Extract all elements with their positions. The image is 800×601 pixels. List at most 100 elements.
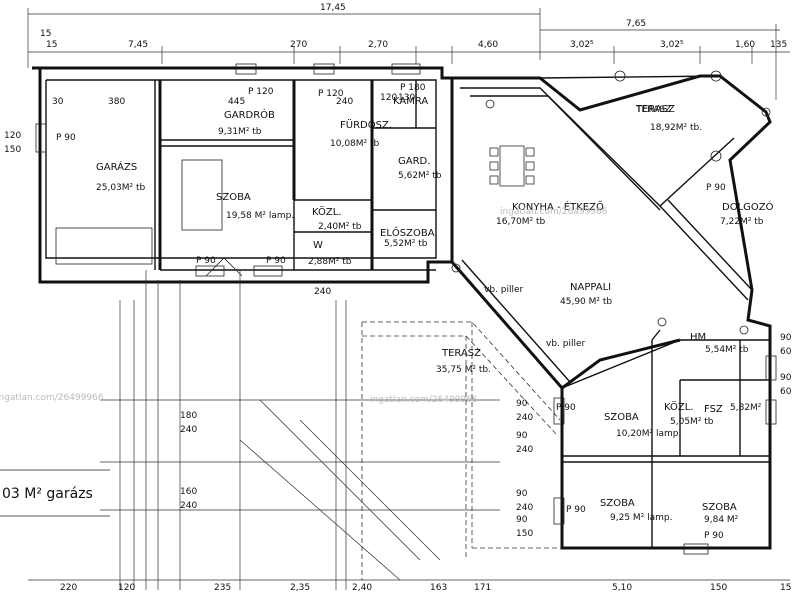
dimension-label: 90 (516, 489, 528, 499)
dimension-label: 15 (40, 29, 51, 39)
dimension-label: 30 (52, 97, 64, 107)
room-name-dolgozo: DOLGOZÓ (722, 200, 774, 213)
dimension-label: 90 (780, 373, 792, 383)
room-area-wc: 2,88M² tb (308, 257, 352, 267)
dimension-label: 120 (4, 131, 21, 141)
dimension-label: P 90 (566, 505, 586, 515)
room-name-fsz: FSZ (704, 404, 723, 415)
room-name-kozl1: KÖZL. (312, 205, 341, 218)
dimension-label: 240 (314, 287, 331, 297)
dimension-label: 7,45 (128, 40, 148, 50)
dimension-label: 2,70 (368, 40, 388, 50)
dimension-label: 15 (780, 583, 791, 593)
dimension-label: 270 (290, 40, 307, 50)
dimension-label: 60 (780, 347, 792, 357)
dimension-label: 3,02⁵ (660, 40, 684, 50)
dimension-label: 135 (770, 40, 787, 50)
room-area-konyha: 16,70M² tb (496, 217, 546, 227)
room-name-wc: W (313, 240, 323, 251)
dimension-label: 15 (46, 40, 57, 50)
room-name-konyha: KONYHA - ÉTKEZŐ (512, 199, 604, 213)
dimension-label: 235 (214, 583, 231, 593)
walls-left-wing (32, 66, 454, 284)
room-name-eloszoba: ELŐSZOBA (380, 225, 435, 239)
watermark-text-mid: ingatlan.com/26499966 (370, 395, 478, 405)
room-name-szoba4: SZOBA (702, 502, 737, 513)
dimension-label: 1,60 (735, 40, 755, 50)
dimension-label: 240 (336, 97, 353, 107)
dimension-label: 60 (780, 387, 792, 397)
room-name-terasz1: TERASZ (635, 104, 675, 115)
footer-garage-label: 03 M² garázs (2, 486, 93, 502)
room-area-kozl1: 2,40M² tb (318, 222, 362, 232)
watermark-text-left: ingatlan.com/26499966 (0, 393, 104, 403)
room-area-fsz: 5,82M² (730, 403, 762, 413)
room-name-nappali: NAPPALI (570, 282, 611, 293)
dimension-label: 120 (380, 93, 397, 103)
dimension-label: 240 (180, 425, 197, 435)
room-area-gard2: 5,62M² tb (398, 171, 442, 181)
dimension-label: P 120 (318, 89, 344, 99)
room-name-garazs: GARÁZS (96, 160, 137, 173)
room-name-gardrob: GARDRÓB (224, 108, 275, 121)
dimension-label: P 120 (248, 87, 274, 97)
room-area-eloszoba: 5,52M² tb (384, 239, 428, 249)
dimension-label: P 180 (400, 83, 426, 93)
room-area-nappali: 45,90 M² tb (560, 297, 612, 307)
room-area-furdo: 10,08M² tb (330, 139, 380, 149)
openings (35, 63, 777, 555)
room-name-kamra: KAMRA (393, 96, 428, 107)
dimension-label: 163 (430, 583, 447, 593)
room-name-terasz2: TERASZ (441, 348, 481, 359)
dining-table (489, 145, 535, 187)
room-area-kozl2: 5,05M² tb (670, 417, 714, 427)
dimension-label: 7,65 (626, 19, 646, 29)
dimension-label: 150 (4, 145, 21, 155)
top-dimension-lines (27, 8, 790, 100)
dimension-label: P 90 (56, 133, 76, 143)
dimension-label: 180 (180, 411, 197, 421)
dimension-label: 160 (180, 487, 197, 497)
annotation-label: vb. piller (546, 339, 586, 349)
terrace-lines (0, 270, 790, 590)
dimension-label: 90 (516, 399, 528, 409)
room-area-dolgozo: 7,22M² tb (720, 217, 764, 227)
room-area-hm: 5,54M² tb (705, 345, 749, 355)
dimension-label: 240 (516, 413, 533, 423)
dimension-label: P 90 (196, 256, 216, 266)
dimension-label: 130 (398, 93, 415, 103)
dimension-label: 240 (516, 503, 533, 513)
dimension-label: 17,45 (320, 3, 346, 13)
walls-diagonal-wing (450, 70, 772, 550)
room-name-szoba3: SZOBA (600, 498, 635, 509)
dimension-label: 3,02⁵ (570, 40, 594, 50)
dimension-label: 90 (516, 515, 528, 525)
dimension-label: 240 (516, 445, 533, 455)
room-area-szoba4: 9,84 M² (704, 515, 739, 525)
dimension-label: 150 (516, 529, 533, 539)
dimension-label: 171 (474, 583, 491, 593)
room-name-szoba1: SZOBA (216, 192, 251, 203)
dimension-label: P 90 (706, 183, 726, 193)
room-area-szoba1: 19,58 M² lamp. (226, 211, 294, 221)
dimension-label: P 90 (704, 531, 724, 541)
dimension-label: P 90 (266, 256, 286, 266)
watermark-text: ingatlan.com/26499966 (500, 207, 608, 217)
dimension-label: 2,35 (290, 583, 310, 593)
room-area-szoba3: 9,25 M² lamp. (610, 513, 673, 523)
room-name-furdo: FÜRDŐSZ. (340, 117, 392, 131)
room-area-szoba2: 10,20M² lamp. (616, 429, 681, 439)
room-area-garazs: 25,03M² tb (96, 183, 146, 193)
dimension-label: 2,40 (352, 583, 372, 593)
dimension-label: 5,10 (612, 583, 632, 593)
dimension-label: P 90 (556, 403, 576, 413)
dimension-label: 90 (780, 333, 792, 343)
dimension-label: 240 (180, 501, 197, 511)
room-area-terasz2: 35,75 M² tb. (436, 365, 491, 375)
dimension-label: 380 (108, 97, 125, 107)
